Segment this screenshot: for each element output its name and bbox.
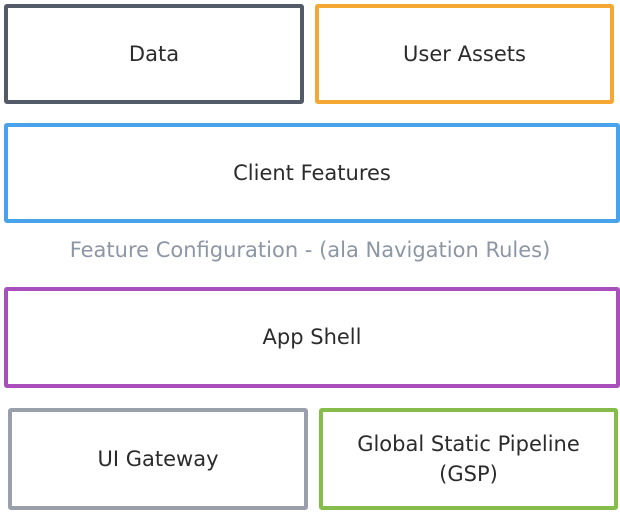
client-features-label: Client Features xyxy=(233,160,391,185)
app-shell-label: App Shell xyxy=(262,325,362,350)
user-assets-box: User Assets xyxy=(315,4,614,104)
data-box: Data xyxy=(4,4,304,104)
global-static-pipeline-label: Global Static Pipeline (GSP) xyxy=(357,429,580,490)
global-static-pipeline-line1: Global Static Pipeline xyxy=(357,431,580,456)
ui-gateway-box: UI Gateway xyxy=(8,408,308,510)
client-features-box: Client Features xyxy=(4,123,620,223)
data-label: Data xyxy=(128,41,180,66)
global-static-pipeline-line2: (GSP) xyxy=(439,462,498,486)
user-assets-label: User Assets xyxy=(403,41,526,66)
global-static-pipeline-box: Global Static Pipeline (GSP) xyxy=(319,408,618,510)
feature-configuration-label: Feature Configuration - (ala Navigation … xyxy=(69,238,551,262)
app-shell-box: App Shell xyxy=(4,287,620,388)
ui-gateway-label: UI Gateway xyxy=(97,446,219,471)
